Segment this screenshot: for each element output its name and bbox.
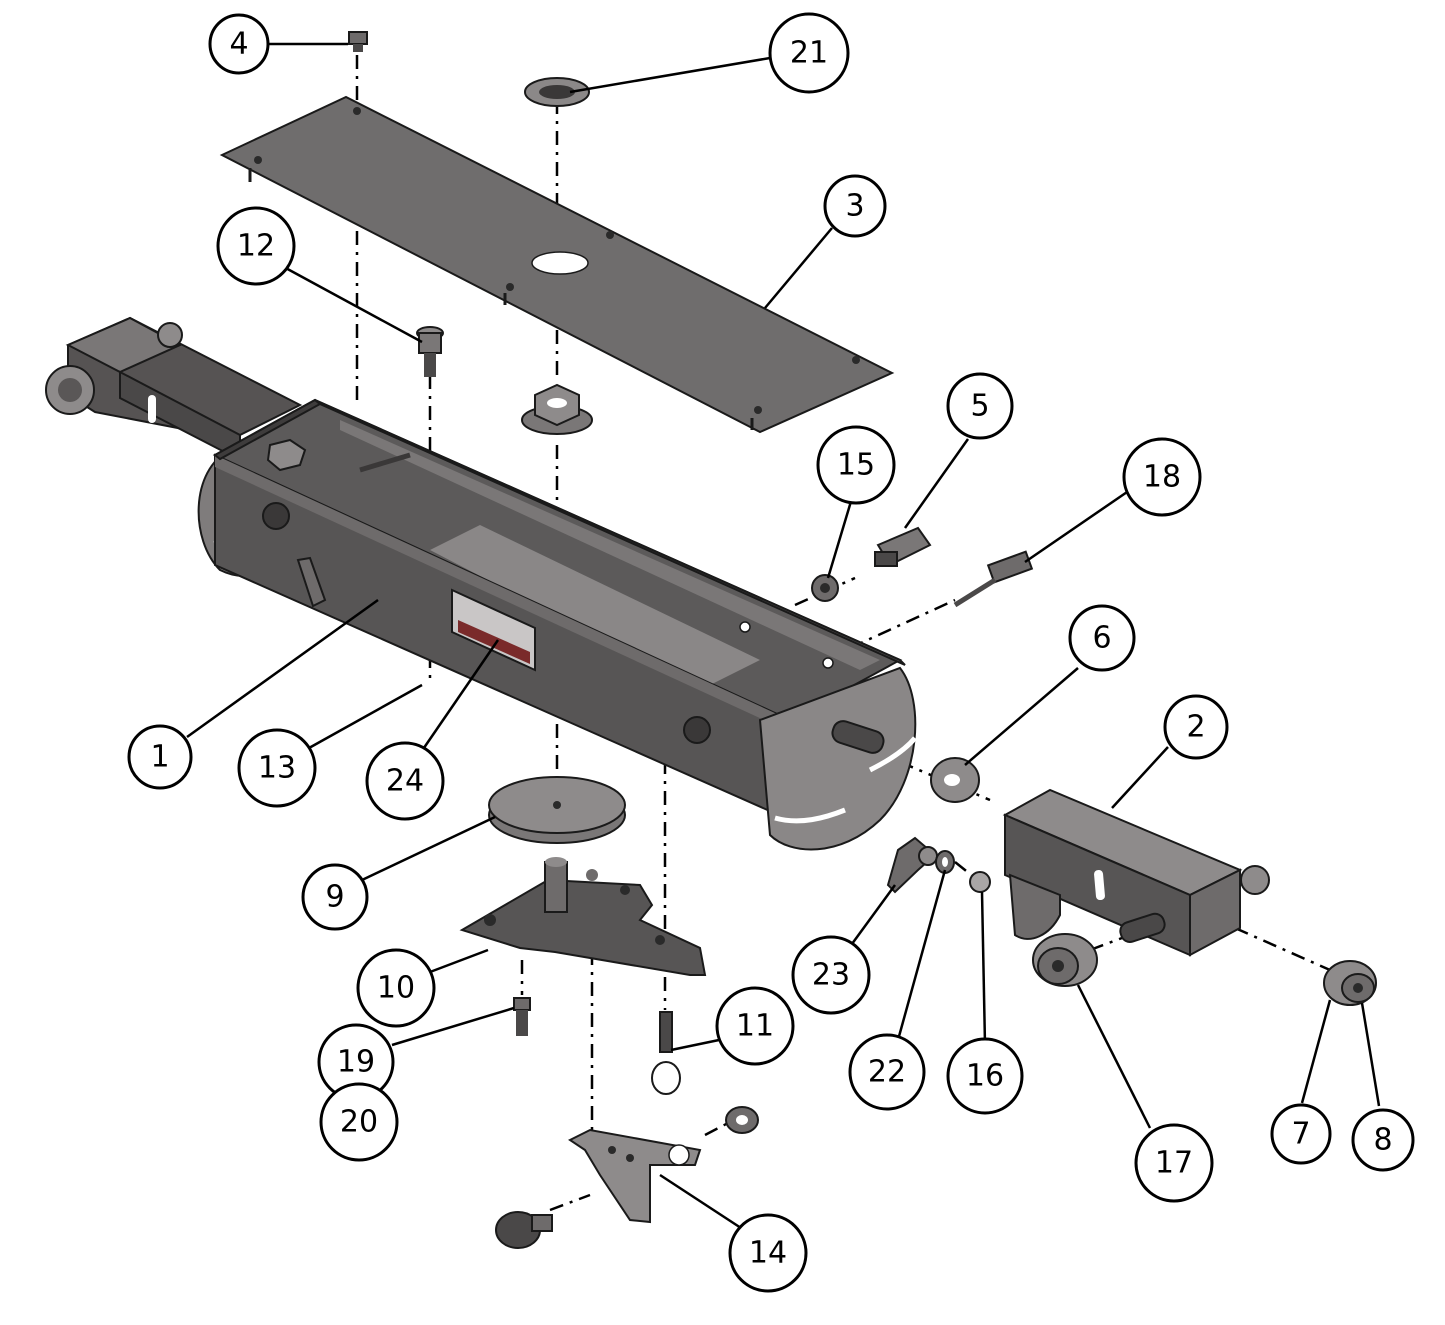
center-flange-nut — [521, 383, 593, 435]
callout-label: 23 — [812, 958, 850, 993]
callout-c23: 23 — [791, 935, 871, 1015]
eye-bolt — [651, 1011, 681, 1095]
callout-label: 5 — [970, 389, 989, 424]
callout-c10: 10 — [356, 948, 436, 1028]
left-extension-arm — [45, 316, 303, 462]
main-frame-body — [197, 398, 917, 851]
callout-c15: 15 — [816, 425, 896, 505]
lever-washer — [935, 850, 955, 874]
callout-label: 8 — [1373, 1123, 1392, 1158]
callout-label: 19 — [337, 1045, 375, 1080]
callout-c7: 7 — [1270, 1103, 1332, 1165]
callout-label: 13 — [258, 751, 296, 786]
callout-label: 12 — [237, 229, 275, 264]
callout-c24: 24 — [365, 741, 445, 821]
callout-c13: 13 — [237, 728, 317, 808]
angle-bracket — [568, 1128, 702, 1224]
lever-spacer — [969, 871, 991, 893]
callout-c2: 2 — [1163, 694, 1229, 760]
cable-gland — [874, 526, 932, 567]
callout-c11: 11 — [715, 986, 795, 1066]
callout-c17: 17 — [1134, 1123, 1214, 1203]
callout-label: 1 — [150, 740, 169, 775]
callout-c20: 20 — [319, 1082, 399, 1162]
callout-c1: 1 — [127, 724, 193, 790]
callout-c19: 19 — [317, 1023, 395, 1101]
top-grommet — [524, 77, 590, 107]
callout-label: 15 — [837, 448, 875, 483]
top-cover-plate — [219, 95, 895, 434]
callout-label: 16 — [966, 1059, 1004, 1094]
callout-c18: 18 — [1122, 437, 1202, 517]
cap-nut-washer — [1323, 960, 1377, 1006]
callout-label: 11 — [736, 1009, 774, 1044]
callout-label: 20 — [340, 1105, 378, 1140]
callout-c21: 21 — [768, 12, 850, 94]
mounting-bolt — [416, 326, 444, 377]
callout-c16: 16 — [946, 1037, 1024, 1115]
callout-label: 10 — [377, 971, 415, 1006]
callout-label: 3 — [845, 189, 864, 224]
callout-label: 24 — [386, 764, 424, 799]
callout-c5: 5 — [946, 372, 1014, 440]
callout-label: 18 — [1143, 460, 1181, 495]
frame-right-stud — [831, 720, 885, 754]
callout-c4: 4 — [208, 13, 270, 75]
bracket-bolt — [495, 1211, 553, 1249]
callout-c3: 3 — [823, 174, 887, 238]
callout-c8: 8 — [1351, 1108, 1415, 1172]
callout-label: 2 — [1186, 710, 1205, 745]
large-flange-nut — [1032, 933, 1098, 987]
bracket-washer — [725, 1106, 759, 1134]
callout-label: 21 — [790, 36, 828, 71]
callout-c22: 22 — [848, 1033, 926, 1111]
small-screw — [513, 997, 531, 1036]
callout-c12: 12 — [216, 206, 296, 286]
callout-label: 6 — [1092, 621, 1111, 656]
callout-label: 7 — [1291, 1117, 1310, 1152]
callout-c14: 14 — [728, 1213, 808, 1293]
top-screw — [348, 31, 368, 52]
callout-c6: 6 — [1068, 604, 1136, 672]
right-extension-box — [1002, 788, 1270, 957]
leader-lines — [186, 42, 1381, 1230]
callout-label: 17 — [1155, 1146, 1193, 1181]
callout-label: 22 — [868, 1055, 906, 1090]
large-washer — [930, 757, 980, 803]
mounting-bracket-plate — [459, 857, 707, 976]
callout-c9: 9 — [301, 863, 369, 931]
gland-plug — [953, 550, 1034, 608]
callout-label: 9 — [325, 880, 344, 915]
callout-label: 4 — [229, 27, 248, 62]
clamping-lever — [886, 836, 938, 894]
small-nut — [811, 574, 839, 602]
callout-label: 14 — [749, 1236, 787, 1271]
bearing-disc — [488, 776, 626, 844]
